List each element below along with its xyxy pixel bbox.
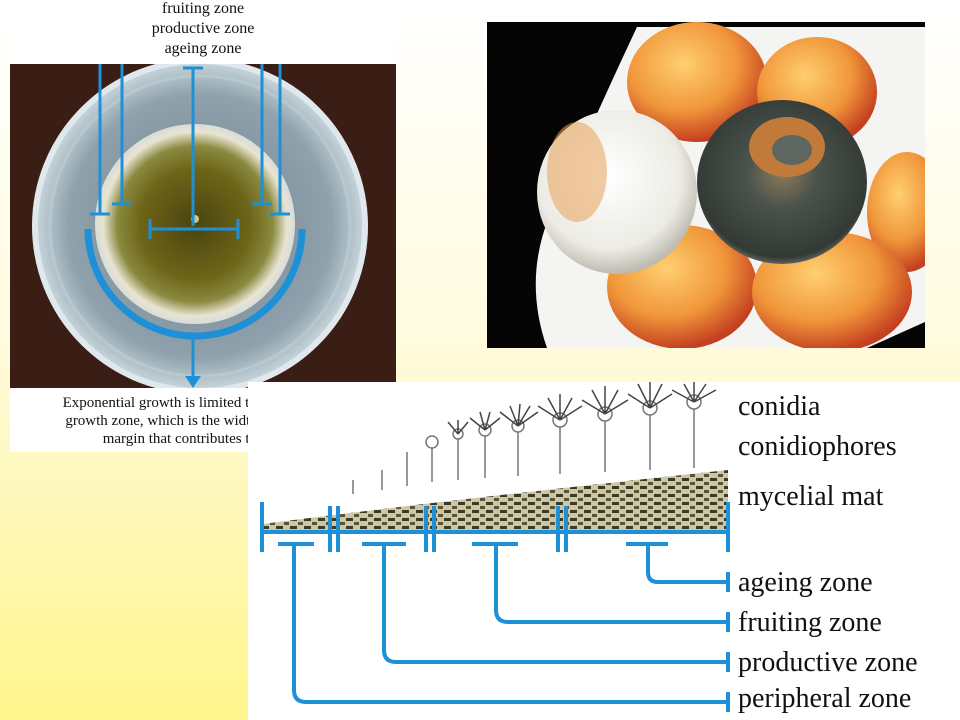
fungal-colony: [95, 124, 295, 324]
label-conidia: conidia: [738, 391, 821, 422]
conidiophore-vesicles: [425, 394, 702, 449]
colony-zones-diagram: conidia conidiophores mycelial mat agein…: [248, 382, 960, 720]
peach-back-left: [627, 22, 767, 142]
colony-section-illustration: [260, 382, 730, 712]
label-conidiophores: conidiophores: [738, 431, 897, 462]
conidiophore-stalks: [352, 406, 695, 494]
petri-annotation-lines: [84, 64, 306, 380]
moldy-peach-illustration: [487, 22, 925, 348]
peach-exposed-skin: [547, 122, 607, 222]
petri-label-ageing-zone: ageing zone: [164, 40, 242, 57]
label-fruiting-zone: fruiting zone: [738, 607, 882, 638]
petri-dish-photo: [10, 64, 396, 388]
down-arrow-icon: [185, 376, 201, 388]
green-moldy-peach: [697, 100, 867, 264]
mycelial-mat: [262, 470, 728, 532]
label-peripheral-zone: peripheral zone: [738, 683, 912, 714]
zone-brackets: [260, 502, 730, 712]
rot-spot-center: [772, 135, 812, 165]
moldy-peach-photo: [487, 22, 925, 348]
petri-label-productive-zone: productive zone: [151, 20, 255, 37]
label-ageing-zone: ageing zone: [738, 567, 873, 598]
label-productive-zone: productive zone: [738, 647, 918, 678]
peach-right-edge: [867, 152, 925, 272]
label-mycelial-mat: mycelial mat: [738, 481, 884, 512]
conidia-chains: [447, 382, 717, 435]
petri-label-fruiting-zone: fruiting zone: [161, 0, 245, 17]
petri-dish-illustration: [10, 64, 396, 388]
